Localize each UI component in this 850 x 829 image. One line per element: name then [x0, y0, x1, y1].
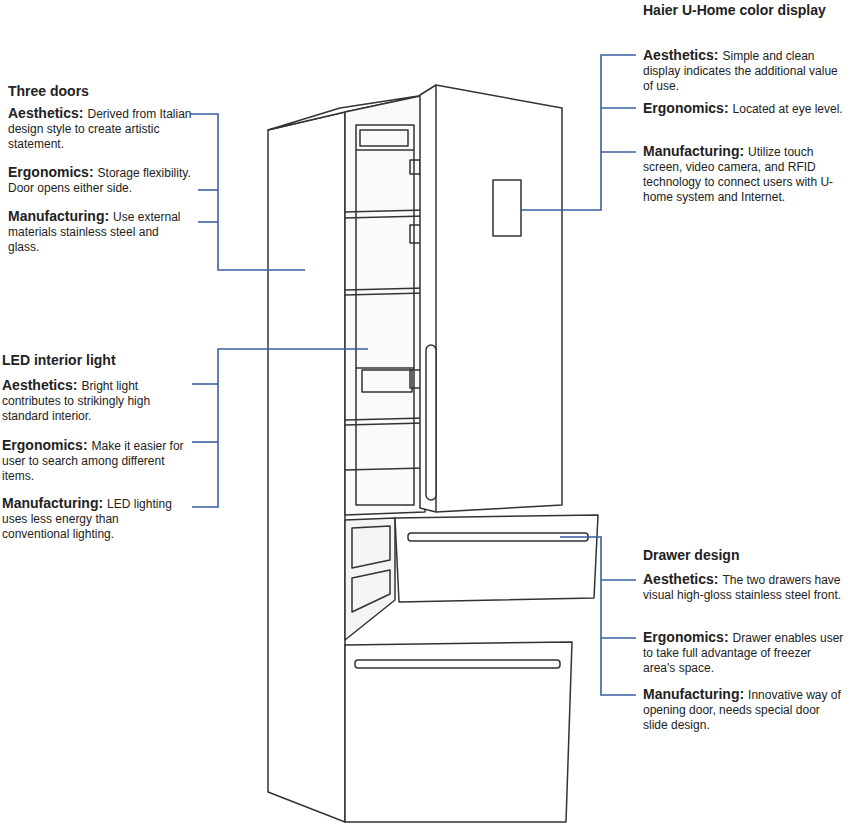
attribute-term: Ergonomics: — [2, 437, 88, 453]
callout-item: Aesthetics:Simple and clean display indi… — [643, 48, 845, 94]
leader-lines — [190, 55, 636, 695]
attribute-term: Manufacturing: — [643, 143, 744, 159]
fridge-side-panel — [268, 112, 345, 822]
attribute-term: Manufacturing: — [2, 495, 103, 511]
callout-item: Aesthetics:Derived from Italian design s… — [8, 106, 192, 152]
freezer-drawer — [395, 515, 598, 602]
door-handle — [426, 345, 436, 500]
right-door — [420, 85, 562, 512]
callout-heading: Haier U-Home color display — [643, 2, 845, 19]
callout-heading: Three doors — [8, 83, 192, 100]
callout-item: Manufacturing:LED lighting uses less ene… — [2, 496, 188, 542]
callout-item: Aesthetics:The two drawers have visual h… — [643, 572, 845, 603]
callout-item: Ergonomics:Make it easier for user to se… — [2, 438, 188, 484]
attribute-term: Ergonomics: — [8, 164, 94, 180]
attribute-term: Aesthetics: — [2, 377, 77, 393]
attribute-term: Manufacturing: — [8, 208, 109, 224]
attribute-term: Manufacturing: — [643, 686, 744, 702]
fridge-interior — [345, 95, 425, 515]
callout-item: Manufacturing:Utilize touch screen, vide… — [643, 144, 845, 205]
callout-item: Ergonomics:Drawer enables user to take f… — [643, 630, 845, 676]
u-home-display — [493, 180, 521, 236]
attribute-term: Aesthetics: — [643, 47, 718, 63]
attribute-term: Aesthetics: — [8, 105, 83, 121]
callout-item: Aesthetics:Bright light contributes to s… — [2, 378, 188, 424]
callout-item: Ergonomics:Storage flexibility. Door ope… — [8, 165, 192, 196]
callout-heading: LED interior light — [2, 352, 188, 369]
attribute-term: Ergonomics: — [643, 100, 729, 116]
lower-drawer — [345, 642, 572, 822]
drawer-handle — [355, 660, 560, 668]
callout-item: Ergonomics: Located at eye level. — [643, 101, 845, 117]
attribute-text: Located at eye level. — [733, 102, 843, 116]
callout-item: Manufacturing:Innovative way of opening … — [643, 687, 845, 733]
attribute-term: Aesthetics: — [643, 571, 718, 587]
interior-back — [356, 125, 414, 505]
callout-heading: Drawer design — [643, 547, 845, 564]
attribute-term: Ergonomics: — [643, 629, 729, 645]
callout-item: Manufacturing:Use external materials sta… — [8, 209, 192, 255]
drawer-basket — [345, 518, 395, 640]
